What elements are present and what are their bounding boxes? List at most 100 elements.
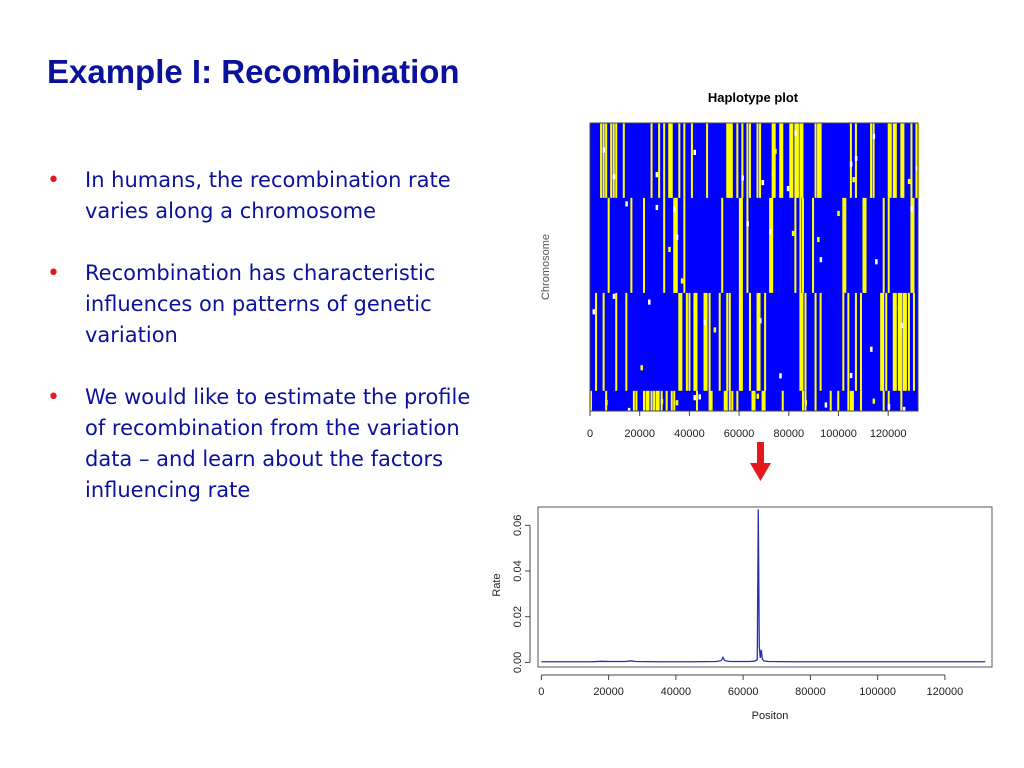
bullet-text: Recombination has characteristic influen…: [85, 261, 436, 347]
haplotype-column-minor: [849, 123, 852, 198]
haplotype-column-minor: [829, 390, 832, 411]
haplotype-column-minor: [887, 197, 890, 293]
haplotype-column-minor: [615, 123, 618, 198]
haplotype-column-minor: [746, 123, 749, 198]
haplotype-column-minor: [683, 197, 686, 293]
haplotype-cell-fragment: [915, 166, 918, 172]
rate-y-axis: 0.000.020.040.06: [512, 515, 531, 673]
haplotype-column-minor: [688, 292, 691, 391]
haplotype-cell-fragment: [819, 257, 823, 263]
haplotype-cells: [590, 123, 920, 414]
haplotype-column-minor: [882, 390, 885, 411]
haplotype-column-minor: [847, 390, 850, 411]
bullet-dot-icon: •: [47, 168, 60, 193]
rate-frame: [537, 506, 993, 668]
haplotype-cell-fragment: [786, 186, 790, 192]
haplotype-cell-fragment: [849, 372, 853, 379]
rate-y-tick-label: 0.00: [512, 652, 524, 673]
haplotype-column-minor: [849, 390, 854, 411]
haplotype-column-minor: [736, 123, 739, 198]
haplotype-cell-fragment: [872, 398, 876, 404]
haplotype-cell-fragment: [751, 392, 754, 398]
haplotype-x-tick-label: 0: [587, 428, 593, 440]
haplotype-cell-fragment: [655, 204, 659, 211]
haplotype-cell-fragment: [627, 407, 631, 414]
haplotype-x-tick-label: 100000: [820, 428, 857, 440]
haplotype-cell-fragment: [862, 230, 866, 237]
haplotype-column-minor: [726, 292, 729, 391]
haplotype-column-minor: [842, 292, 845, 391]
haplotype-column-minor: [642, 197, 645, 293]
haplotype-column-minor: [632, 390, 635, 411]
haplotype-column-minor: [887, 123, 892, 198]
haplotype-column-minor: [673, 390, 676, 411]
slide-title: Example I: Recombination: [47, 53, 460, 90]
haplotype-cell-fragment: [854, 155, 858, 162]
haplotype-cell-fragment: [774, 148, 777, 155]
haplotype-cell-fragment: [759, 318, 762, 324]
rate-x-tick-label: 40000: [661, 686, 692, 698]
haplotype-cell-fragment: [713, 327, 717, 333]
haplotype-column-minor: [663, 123, 666, 198]
haplotype-column-minor: [900, 292, 903, 391]
haplotype-column-minor: [607, 197, 610, 293]
haplotype-column-minor: [708, 292, 711, 391]
bullet-text: In humans, the recombination rate varies…: [85, 168, 451, 223]
haplotype-cell-fragment: [741, 175, 744, 181]
haplotype-column-minor: [748, 292, 751, 391]
haplotype-x-tick-label: 120000: [870, 428, 907, 440]
haplotype-cell-fragment: [605, 399, 608, 406]
haplotype-cell-fragment: [769, 229, 772, 235]
haplotype-column-minor: [771, 123, 776, 198]
haplotype-column-minor: [779, 123, 784, 198]
haplotype-column-minor: [900, 123, 905, 198]
haplotype-column-minor: [799, 197, 802, 293]
haplotype-column-minor: [872, 123, 875, 198]
haplotype-column-minor: [756, 292, 761, 391]
rate-x-tick-label: 120000: [927, 686, 964, 698]
rate-x-tick-label: 100000: [859, 686, 896, 698]
haplotype-column-minor: [789, 123, 794, 198]
haplotype-cell-fragment: [817, 236, 820, 243]
haplotype-column-minor: [728, 123, 733, 198]
haplotype-column-minor: [600, 123, 603, 198]
haplotype-column-minor: [748, 123, 751, 198]
haplotype-cell-fragment: [660, 399, 664, 405]
haplotype-column-minor: [892, 292, 897, 391]
haplotype-column-minor: [703, 292, 708, 391]
haplotype-column-minor: [814, 123, 817, 198]
haplotype-column-minor: [892, 123, 897, 198]
rate-ylabel: Rate: [491, 573, 503, 596]
haplotype-column-minor: [655, 390, 660, 411]
haplotype-column-minor: [693, 292, 698, 391]
haplotype-column-minor: [595, 292, 598, 391]
haplotype-cell-fragment: [771, 171, 775, 177]
haplotype-column-minor: [738, 292, 743, 391]
haplotype-column-minor: [653, 390, 656, 411]
haplotype-cell-fragment: [612, 174, 616, 180]
haplotype-cell-fragment: [824, 402, 828, 408]
rate-x-tick-label: 60000: [728, 686, 759, 698]
haplotype-column-minor: [605, 123, 608, 198]
haplotype-column-minor: [678, 292, 683, 391]
haplotype-cell-fragment: [680, 278, 684, 284]
haplotype-column-minor: [859, 390, 862, 411]
haplotype-column-minor: [590, 390, 593, 411]
haplotype-column-minor: [854, 292, 857, 391]
haplotype-column-minor: [738, 197, 743, 293]
haplotype-column-minor: [650, 390, 653, 411]
haplotype-cell-fragment: [849, 161, 853, 167]
haplotype-column-minor: [670, 123, 673, 198]
haplotype-column-minor: [842, 197, 847, 293]
haplotype-cell-fragment: [698, 394, 702, 400]
haplotype-cell-fragment: [655, 172, 659, 178]
haplotype-column-minor: [746, 197, 749, 293]
haplotype-column-minor: [645, 390, 650, 411]
bullet-dot-icon: •: [47, 261, 60, 286]
haplotype-column-minor: [801, 197, 804, 293]
haplotype-cell-fragment: [625, 201, 628, 207]
bullet-item: • Recombination has characteristic influ…: [47, 258, 487, 351]
